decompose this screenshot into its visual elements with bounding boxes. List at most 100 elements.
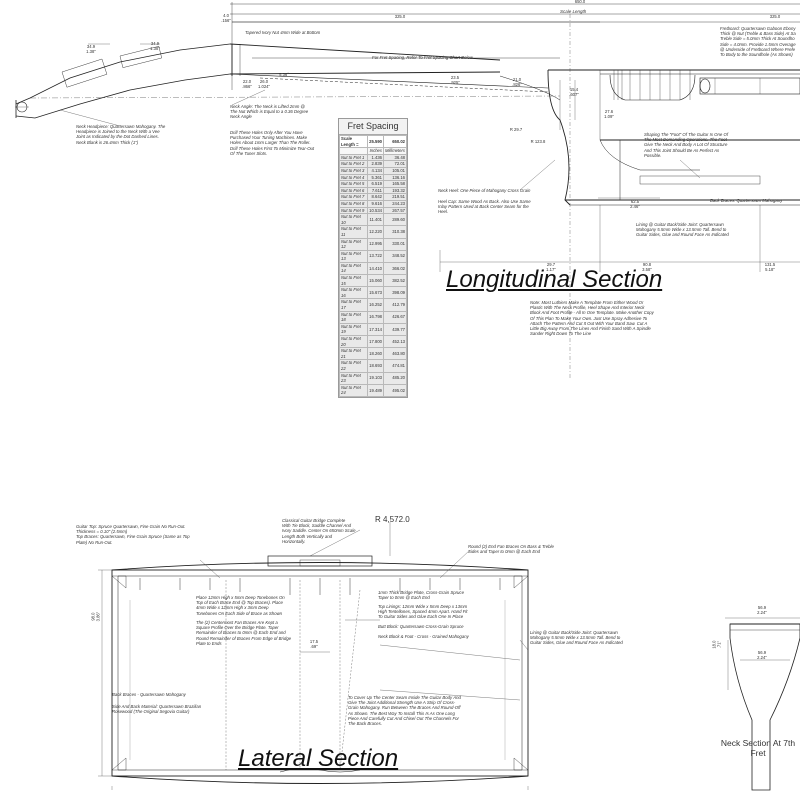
dim-27-6: 27.6 1.09" — [604, 109, 614, 119]
dim-131-5: 131.5 5.18" — [764, 262, 776, 272]
fret-table-cell: Nut to Fret 12 — [338, 237, 369, 251]
fret-table-cell: 18.693 — [367, 359, 384, 373]
note-bridge: Classical Guitar Bridge Complete With Ti… — [282, 518, 356, 544]
note-lining-lateral: Lining @ Guitar Back/Side Joint: Quarter… — [530, 630, 623, 646]
dim-56-9-top: 56.9 2.24" — [757, 605, 767, 615]
fret-table-cell: 452.13 — [382, 334, 408, 349]
note-top-linings: Top Linings: 12mm Wide x 5mm Deep x 13mm… — [378, 604, 468, 620]
note-shaping-foot: Shaping The "Foot" Of The Guitar Is One … — [644, 132, 729, 158]
fret-table-cell: Nut to Fret 5 — [338, 180, 369, 188]
note-tapered-nut: Tapered Ivory Nut 4mm Wide at Bottom — [245, 30, 321, 35]
fret-table-units-cell: Millimeters — [382, 147, 408, 155]
fret-table-cell: 19.489 — [367, 383, 384, 397]
fret-table-cell: 439.77 — [382, 322, 408, 337]
fret-table-cell: Nut to Fret 7 — [338, 193, 369, 201]
fret-table-cell: 165.58 — [382, 180, 408, 188]
fret-table-cell: 12.220 — [367, 225, 384, 239]
fret-table-cell: 366.02 — [382, 261, 408, 276]
fret-table-title: Fret Spacing — [339, 119, 407, 135]
fret-table-cell: 330.01 — [382, 237, 408, 251]
fret-table-units-row: Inches Millimeters — [338, 147, 408, 155]
note-fretboard: Fretboard: Quartersawn Gaboon Ebony Thic… — [720, 26, 796, 58]
fret-table-cell: 267.57 — [382, 206, 408, 215]
fret-table-cell: 19.103 — [367, 371, 384, 385]
dim-26: 26.0 1.024" — [258, 79, 270, 89]
note-butt-block: Butt Block: Quartersawn Cross-Grain Spru… — [378, 624, 464, 629]
fret-table-cell: 485.20 — [382, 371, 408, 385]
fret-table-cell: 289.60 — [382, 213, 408, 227]
dim-23: 23.5 .925" — [450, 75, 460, 85]
note-back-braces-right: Back Braces: Quartersawn Mahogany — [710, 198, 783, 203]
note-guitar-top: Guitar Top: Spruce Quartersawn, Fine Gra… — [76, 524, 190, 545]
dim-15: 15.4 .607" — [569, 87, 579, 97]
fret-table-cell: 17.800 — [367, 334, 384, 349]
fret-table-cell: 4.134 — [367, 166, 384, 175]
fret-table-cell: 348.52 — [382, 249, 408, 263]
fret-table-cell: Nut to Fret 14 — [338, 261, 369, 276]
fret-table-cell: Nut to Fret 15 — [338, 274, 369, 288]
fret-table-cell: Nut to Fret 24 — [338, 383, 369, 397]
note-tonebars: Place 12mm High x 5mm Deep Tonebones On … — [196, 595, 285, 616]
fret-table-cell: 463.80 — [382, 347, 408, 361]
fret-table-cell: Nut to Fret 6 — [338, 186, 369, 195]
scale-length-label: Scale Length — [560, 9, 587, 14]
fret-table-cell: 9.616 — [367, 199, 384, 208]
fret-table-cell: Nut to Fret 10 — [338, 213, 369, 227]
dim-56-9-bottom: 56.9 2.24" — [757, 650, 767, 660]
note-drill-holes: Drill These Holes Only After You Have Pu… — [230, 130, 315, 156]
note-center-seam: To Cover Up The Center Seam Inside The G… — [348, 695, 461, 727]
fret-table-cell: Nut to Fret 17 — [338, 298, 369, 312]
dim-5-36: 5.36° — [279, 72, 289, 77]
fret-table-cell: 10.534 — [367, 206, 384, 215]
fret-table-cell: Nut to Fret 3 — [338, 166, 369, 175]
dim-18: 18.0 .71" — [711, 640, 721, 649]
note-neck-angle: Neck Angle: The Neck is Lifted 2mm @ The… — [230, 104, 309, 120]
headstock-outline — [15, 43, 231, 105]
fret-table-cell: 16.798 — [367, 310, 384, 324]
note-template: Note: Most Luthiers Make A Template From… — [530, 300, 654, 337]
fret-table-cell: 1.436 — [367, 153, 384, 162]
fret-table-cell: Nut to Fret 13 — [338, 249, 369, 263]
note-side-back-material: Side And Back Material: Quartersawn Braz… — [112, 704, 202, 715]
fret-table-cell: 412.79 — [382, 298, 408, 312]
dim-62-5: 62.5 2.46" — [630, 199, 640, 209]
fret-table-cell: 382.52 — [382, 274, 408, 288]
fret-table-cell: 12.995 — [367, 237, 384, 251]
fret-table-cell: 15.060 — [367, 274, 384, 288]
fret-table-cell: 219.51 — [382, 193, 408, 201]
note-neck-headpiece: Neck Headpiece: Quartersawn Mahogany. Th… — [76, 124, 166, 145]
fret-table-cell: 18.260 — [367, 347, 384, 361]
note-heel-cap: Heel Cap: Same Wood As Back. Also Use Sa… — [438, 199, 531, 215]
fret-table-cell: Nut to Fret 22 — [338, 359, 369, 373]
dim-98: 98.0 3.86" — [90, 611, 100, 622]
fret-table-cell: 244.23 — [382, 199, 408, 208]
radius-top-label: R 4,572.0 — [375, 515, 410, 524]
fret-table-cell: 72.01 — [382, 160, 408, 168]
dim-34-9-a: 34.9 1.38" — [86, 44, 96, 54]
fret-table-cell: 15.673 — [367, 286, 384, 300]
dim-17-5: 17.5 .69" — [309, 639, 319, 649]
fret-spacing-table: Fret Spacing Scale Length = 25.590 650.0… — [338, 118, 408, 398]
radius-123: R 123.8 — [530, 139, 546, 144]
title-neck-section: Neck Section At 7th Fret — [720, 738, 796, 758]
fret-table-cell: 495.02 — [382, 383, 408, 397]
fret-table-cell: 5.361 — [367, 173, 384, 182]
fret-table-cell: 310.38 — [382, 225, 408, 239]
fret-table-units-cell — [338, 147, 369, 155]
fret-table-cell: Nut to Fret 9 — [338, 206, 369, 215]
